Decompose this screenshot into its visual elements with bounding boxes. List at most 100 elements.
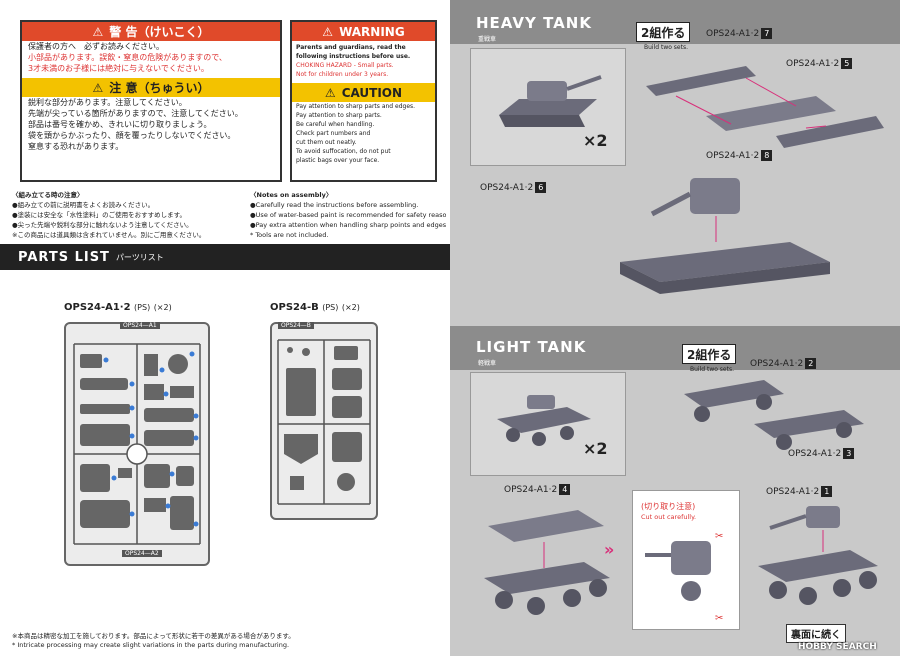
- warning-box-jp: ⚠ 警 告（けいこく） 保護者の方へ 必ずお読みください。 小部品があります。誤…: [20, 20, 282, 182]
- parts-list-subtitle: パーツリスト: [116, 252, 164, 263]
- parts-list-title: PARTS LIST: [18, 250, 110, 265]
- assembly-notes-jp: 〈組み立てる時の注意〉 ●組み立ての前に説明書をよくお読みください。 ●塗装には…: [12, 190, 244, 240]
- part-ref-number: 8: [761, 150, 772, 161]
- part-ref-label: OPS24-A1·2: [706, 29, 759, 39]
- light-tank-turret-assembly-illustration: [746, 500, 896, 620]
- runner-b-count: (×2): [342, 303, 360, 312]
- runner-a: OPS24—A1: [64, 322, 210, 566]
- assembly-line-en: ●Carefully read the instructions before …: [250, 200, 446, 210]
- light-tank-chassis-exploded-illustration: [674, 374, 894, 454]
- runner-a-tag-bottom: OPS24—A2: [122, 550, 162, 557]
- part-ref: OPS24-A1·2 4: [504, 484, 570, 495]
- cut-detail-illustration: ✂ ✂: [637, 525, 737, 625]
- assembly-line-jp: ●塗装には安全な「水性塗料」のご使用をおすすめします。: [12, 210, 244, 220]
- part-ref: OPS24-A1·2 7: [706, 28, 772, 39]
- warning-triangle-icon: ⚠: [93, 26, 104, 38]
- runner-b-parts-illustration: [272, 324, 376, 518]
- watermark: HOBBY SEARCH: [798, 642, 877, 652]
- part-ref: OPS24-A1·2 3: [788, 448, 854, 459]
- light-tank-build-badge: 2組作る: [682, 344, 736, 364]
- heavy-tank-subtitle: 重戦車: [478, 34, 496, 43]
- assembly-line-en: ●Pay extra attention when handling sharp…: [250, 220, 446, 230]
- continue-on-back-label: 裏面に続く: [786, 624, 846, 643]
- cut-note-jp: (切り取り注意): [641, 501, 695, 512]
- caution-line: 先端が尖っている箇所がありますので、注意してください。: [22, 108, 280, 119]
- assembly-title-jp: 〈組み立てる時の注意〉: [12, 190, 244, 200]
- runner-a-count: (×2): [154, 303, 172, 312]
- runner-b: OPS24—B: [270, 322, 378, 520]
- runner-a-name: OPS24-A1·2: [64, 302, 131, 313]
- caution-line-en: Be careful when handling.: [292, 120, 435, 129]
- light-tank-build-sub: Build two sets.: [690, 366, 734, 373]
- part-ref-number: 3: [843, 448, 854, 459]
- heavy-tank-turret-assembly-illustration: [590, 172, 850, 302]
- cut-note-en: Cut out carefully.: [641, 513, 696, 521]
- warning-line-en: following instructions before use.: [292, 52, 435, 61]
- assembly-line-jp: ※この商品には道具類は含まれていません。別にご用意ください。: [12, 230, 244, 240]
- caution-line: 鋭利な部分があります。注意してください。: [22, 97, 280, 108]
- part-ref: OPS24-A1·2 8: [706, 150, 772, 161]
- runner-a-parts-illustration: [66, 324, 208, 564]
- caution-line-en: Pay attention to sharp parts.: [292, 111, 435, 120]
- caution-line-en: Pay attention to sharp parts and edges.: [292, 102, 435, 111]
- warning-line: 3才未満のお子様には絶対に与えないでください。: [22, 63, 280, 74]
- light-tank-subtitle: 軽戦車: [478, 358, 496, 367]
- part-ref: OPS24-A1·2 2: [750, 358, 816, 369]
- light-tank-body-assembly-illustration: [474, 496, 624, 636]
- assembly-line-jp: ●尖った先端や鋭利な部分に触れないよう注意してください。: [12, 220, 244, 230]
- caution-triangle-icon: ⚠: [93, 82, 104, 94]
- caution-bar-jp: ⚠ 注 意（ちゅうい）: [22, 78, 280, 97]
- cut-carefully-box: (切り取り注意) Cut out carefully. ✂ ✂: [632, 490, 740, 630]
- heavy-tank-build-sub: Build two sets.: [644, 44, 688, 51]
- caution-title-jp: 注 意（ちゅうい）: [109, 79, 209, 96]
- light-tank-title: LIGHT TANK: [476, 338, 586, 356]
- part-ref-label: OPS24-A1·2: [788, 449, 841, 459]
- assembly-title-en: 〈Notes on assembly〉: [250, 190, 446, 200]
- heavy-tank-build-badge: 2組作る: [636, 22, 690, 42]
- heavy-tank-hull-exploded-illustration: [636, 56, 886, 156]
- part-ref-number: 7: [761, 28, 772, 39]
- warning-bar-jp: ⚠ 警 告（けいこく）: [22, 22, 280, 41]
- warning-line: 保護者の方へ 必ずお読みください。: [22, 41, 280, 52]
- part-ref: OPS24-A1·2 6: [480, 182, 546, 193]
- runner-a-label: OPS24-A1·2 (PS) (×2): [64, 302, 172, 313]
- svg-text:✂: ✂: [715, 613, 723, 624]
- assembly-line-en: * Tools are not included.: [250, 230, 446, 240]
- light-tank-preview-panel: ×2: [470, 372, 626, 476]
- runner-a-material: (PS): [134, 303, 150, 312]
- caution-line-en: cut them out neatly.: [292, 138, 435, 147]
- assembly-line-en: ●Use of water-based paint is recommended…: [250, 210, 446, 220]
- next-step-chevron-icon: »: [604, 540, 614, 559]
- caution-line: 窒息する恐れがあります。: [22, 141, 280, 152]
- warning-box-en: ⚠ WARNING Parents and guardians, read th…: [290, 20, 437, 182]
- warning-red-line-en: Not for children under 3 years.: [292, 70, 435, 79]
- warning-title-jp: 警 告（けいこく）: [109, 23, 209, 40]
- warning-title-en: WARNING: [339, 25, 405, 39]
- warning-bar-en: ⚠ WARNING: [292, 22, 435, 41]
- runner-b-name: OPS24-B: [270, 302, 319, 313]
- part-ref-label: OPS24-A1·2: [766, 487, 819, 497]
- caution-triangle-icon: ⚠: [325, 87, 336, 99]
- left-page: ⚠ 警 告（けいこく） 保護者の方へ 必ずお読みください。 小部品があります。誤…: [0, 0, 450, 656]
- part-ref-number: 2: [805, 358, 816, 369]
- runner-b-material: (PS): [322, 303, 338, 312]
- footer-note-jp: ※本商品は精密な加工を施しております。部品によって形状に若干の差異がある場合があ…: [12, 630, 295, 640]
- caution-line-en: Check part numbers and: [292, 129, 435, 138]
- part-ref-number: 4: [559, 484, 570, 495]
- assembly-line-jp: ●組み立ての前に説明書をよくお読みください。: [12, 200, 244, 210]
- caution-line: 部品は番号を確かめ、きれいに切り取りましょう。: [22, 119, 280, 130]
- light-tank-count: ×2: [583, 439, 608, 458]
- caution-line-en: plastic bags over your face.: [292, 156, 435, 165]
- part-ref-label: OPS24-A1·2: [706, 151, 759, 161]
- caution-line-en: To avoid suffocation, do not put: [292, 147, 435, 156]
- part-ref-label: OPS24-A1·2: [750, 359, 803, 369]
- warning-line-en: Parents and guardians, read the: [292, 43, 435, 52]
- caution-line: 袋を頭からかぶったり、顔を覆ったりしないでください。: [22, 130, 280, 141]
- heavy-tank-preview-panel: ×2: [470, 48, 626, 166]
- caution-bar-en: ⚠ CAUTION: [292, 83, 435, 102]
- heavy-tank-count: ×2: [583, 131, 608, 150]
- part-ref-label: OPS24-A1·2: [480, 183, 533, 193]
- heavy-tank-title: HEAVY TANK: [476, 14, 592, 32]
- warning-triangle-icon: ⚠: [322, 26, 333, 38]
